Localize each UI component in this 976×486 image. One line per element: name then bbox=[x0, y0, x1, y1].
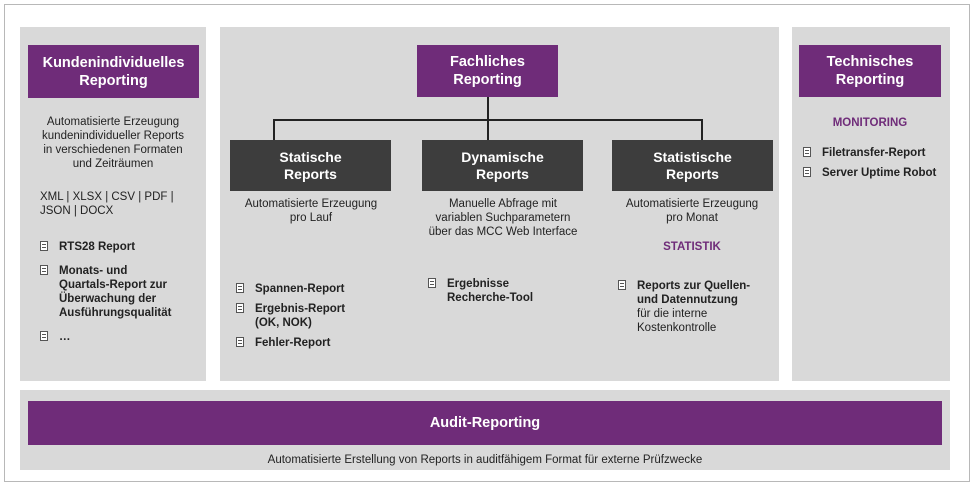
fachliches-title-line2: Reporting bbox=[453, 72, 522, 88]
statistische-reports-box: Statistische Reports bbox=[612, 140, 773, 191]
dynamische-list: Ergebnisse Recherche-Tool bbox=[428, 277, 578, 305]
technisches-title: Technisches Reporting bbox=[799, 45, 941, 97]
document-icon bbox=[428, 278, 436, 288]
document-icon bbox=[803, 167, 811, 177]
document-icon bbox=[803, 147, 811, 157]
formats-text: XML | XLSX | CSV | PDF | JSON | DOCX bbox=[40, 190, 200, 218]
connector-dynamische bbox=[487, 119, 489, 140]
connector-statische bbox=[273, 119, 275, 140]
technisches-title-line: Reporting bbox=[835, 72, 905, 88]
list-item: Spannen-Report bbox=[236, 282, 386, 296]
audit-description: Automatisierte Erstellung von Reports in… bbox=[267, 454, 703, 466]
list-item: Server Uptime Robot bbox=[803, 166, 948, 180]
statistische-list: Reports zur Quellen- und Datennutzung fü… bbox=[618, 279, 776, 335]
document-icon bbox=[40, 331, 48, 341]
kundenindividuelles-title-line2: Reporting bbox=[79, 72, 148, 89]
document-icon bbox=[618, 280, 626, 290]
list-item: Monats- und Quartals-Report zur Überwach… bbox=[40, 264, 205, 320]
audit-title: Audit-Reporting bbox=[28, 401, 942, 445]
technisches-title-line: Technisches bbox=[826, 54, 914, 70]
document-icon bbox=[40, 241, 48, 251]
statische-reports-box: Statische Reports bbox=[230, 140, 391, 191]
dynamische-title-line: Dynamische bbox=[461, 148, 544, 165]
list-item: Ergebnisse Recherche-Tool bbox=[428, 277, 578, 305]
document-icon bbox=[236, 337, 244, 347]
kundenindividuelles-list: RTS28 Report Monats- und Quartals-Report… bbox=[40, 240, 205, 344]
list-item-text: Recherche-Tool bbox=[447, 292, 534, 304]
list-item-text: Monats- und bbox=[59, 265, 128, 277]
desc-line: in verschiedenen Formaten bbox=[43, 144, 183, 156]
list-item: Fehler-Report bbox=[236, 336, 386, 350]
desc-line: Automatisierte Erzeugung bbox=[46, 116, 180, 128]
fachliches-title: Fachliches Reporting bbox=[417, 45, 558, 97]
desc-line: variablen Suchparametern bbox=[435, 212, 571, 224]
list-item-text: Ergebnis-Report bbox=[255, 303, 346, 315]
statistik-label: STATISTIK bbox=[663, 241, 721, 253]
list-item-text: für die interne bbox=[637, 308, 708, 320]
list-item: Filetransfer-Report bbox=[803, 146, 948, 160]
fachliches-title-line1: Fachliches bbox=[450, 54, 525, 70]
desc-line: pro Lauf bbox=[289, 212, 333, 224]
dynamische-description: Manuelle Abfrage mit variablen Suchparam… bbox=[408, 197, 598, 239]
kundenindividuelles-title: Kundenindividuelles Reporting bbox=[28, 45, 199, 98]
list-item-text: Ausführungsqualität bbox=[59, 307, 172, 319]
connector-statistische bbox=[701, 119, 703, 140]
formats-line: XML | XLSX | CSV | PDF | bbox=[40, 191, 174, 203]
statistische-title-line: Reports bbox=[666, 165, 719, 182]
desc-line: kundenindividueller Reports bbox=[42, 130, 184, 142]
list-item-text: Überwachung der bbox=[59, 293, 157, 305]
list-item-text: RTS28 Report bbox=[59, 241, 136, 253]
dynamische-title-line: Reports bbox=[476, 165, 529, 182]
desc-line: und Zeiträumen bbox=[72, 158, 154, 170]
list-item: RTS28 Report bbox=[40, 240, 205, 254]
statische-title-line: Reports bbox=[284, 165, 337, 182]
desc-line: Manuelle Abfrage mit bbox=[448, 198, 558, 210]
list-item-text: Quartals-Report zur bbox=[59, 279, 167, 291]
list-item-text: Kostenkontrolle bbox=[637, 322, 717, 334]
list-item: Reports zur Quellen- und Datennutzung fü… bbox=[618, 279, 776, 335]
desc-line: pro Monat bbox=[666, 212, 718, 224]
dynamische-reports-box: Dynamische Reports bbox=[422, 140, 583, 191]
kundenindividuelles-title-line1: Kundenindividuelles bbox=[42, 54, 185, 71]
list-item: … bbox=[40, 330, 205, 344]
desc-line: Automatisierte Erzeugung bbox=[244, 198, 378, 210]
kundenindividuelles-description: Automatisierte Erzeugung kundenindividue… bbox=[24, 115, 202, 171]
desc-line: Automatisierte Erzeugung bbox=[625, 198, 759, 210]
list-item-text: … bbox=[59, 331, 71, 343]
document-icon bbox=[236, 303, 244, 313]
connector-vertical-main bbox=[487, 97, 489, 120]
monitoring-label: MONITORING bbox=[832, 117, 908, 129]
statische-list: Spannen-Report Ergebnis-Report (OK, NOK)… bbox=[236, 282, 386, 350]
list-item: Ergebnis-Report (OK, NOK) bbox=[236, 302, 386, 330]
list-item-text: Ergebnisse bbox=[447, 278, 509, 290]
document-icon bbox=[236, 283, 244, 293]
list-item-text: (OK, NOK) bbox=[255, 317, 312, 329]
list-item-text: Server Uptime Robot bbox=[822, 167, 937, 179]
statistische-description: Automatisierte Erzeugung pro Monat bbox=[606, 197, 778, 225]
list-item-text: Spannen-Report bbox=[255, 283, 345, 295]
technisches-list: Filetransfer-Report Server Uptime Robot bbox=[803, 146, 948, 180]
formats-line: JSON | DOCX bbox=[40, 205, 114, 217]
statische-title-line: Statische bbox=[279, 148, 342, 165]
list-item-text: Fehler-Report bbox=[255, 337, 331, 349]
list-item-text: Filetransfer-Report bbox=[822, 147, 926, 159]
list-item-text: Reports zur Quellen- bbox=[637, 280, 751, 292]
desc-line: über das MCC Web Interface bbox=[428, 226, 578, 238]
statistische-title-line: Statistische bbox=[653, 148, 732, 165]
document-icon bbox=[40, 265, 48, 275]
list-item-text: und Datennutzung bbox=[637, 294, 738, 306]
statische-description: Automatisierte Erzeugung pro Lauf bbox=[226, 197, 396, 225]
